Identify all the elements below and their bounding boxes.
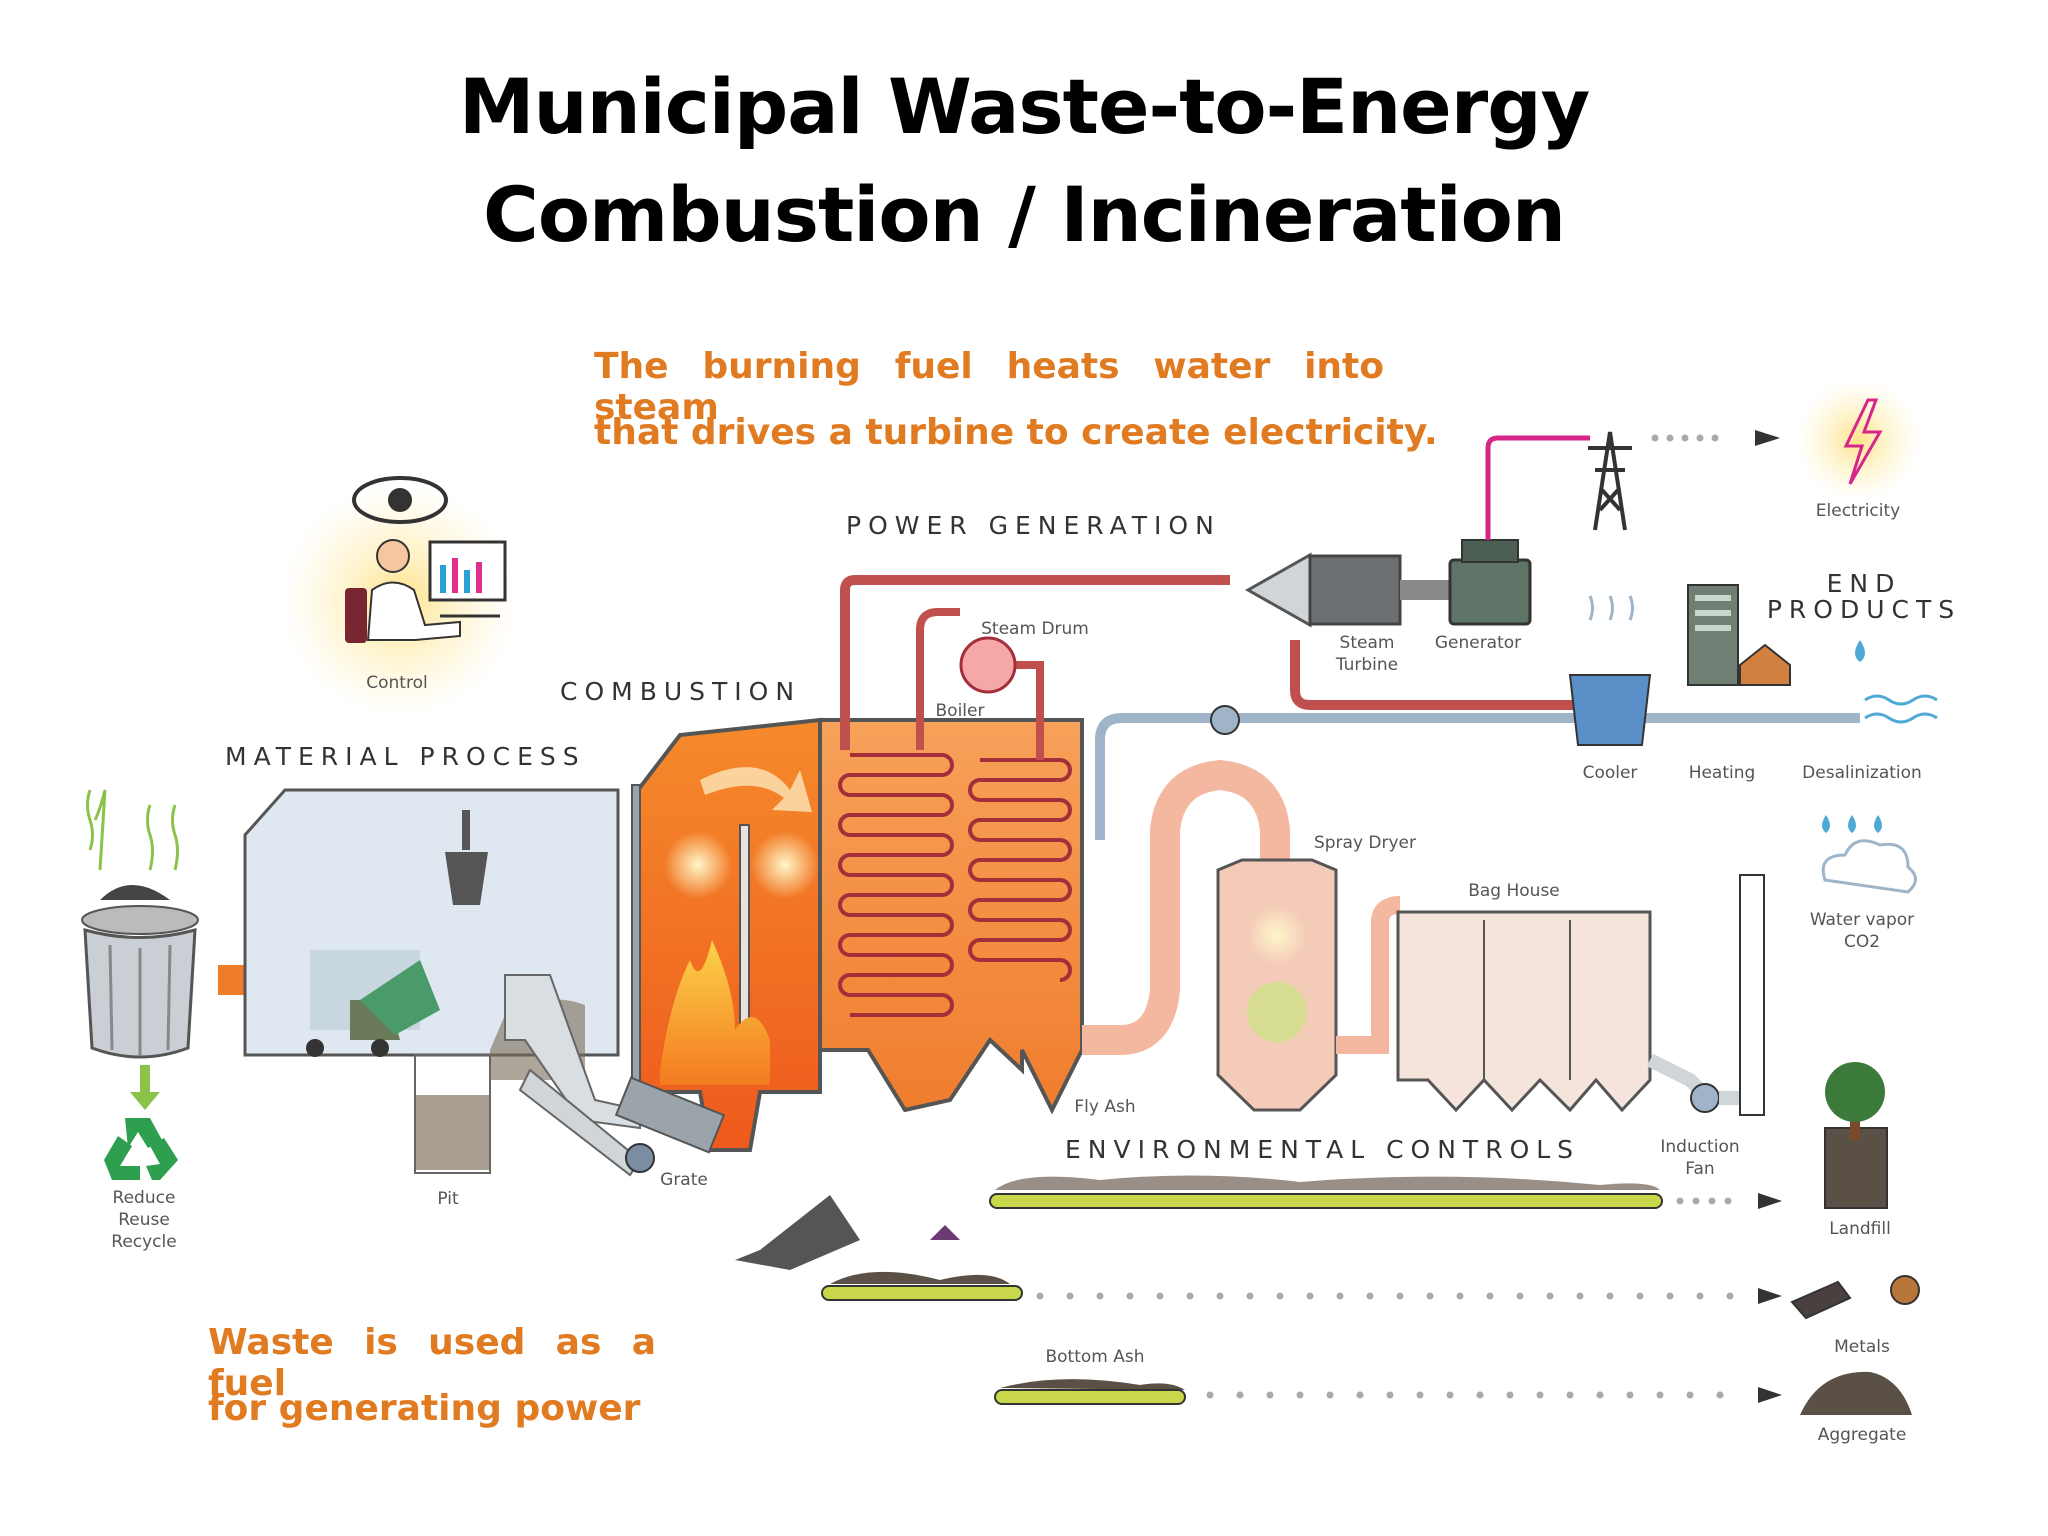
metals-dots	[1036, 1292, 1734, 1300]
section-power-generation: POWER GENERATION	[846, 511, 1221, 540]
boiler-label: Boiler	[936, 701, 985, 721]
magnet-icon	[930, 1225, 960, 1240]
recycle-icon	[104, 1118, 178, 1180]
section-combustion: COMBUSTION	[560, 677, 801, 706]
control-operator	[282, 476, 518, 718]
steam-turbine-label-1: Steam	[1340, 633, 1395, 653]
steam-drum-icon	[959, 636, 1017, 694]
cooler-label: Cooler	[1583, 763, 1638, 783]
control-label: Control	[366, 673, 427, 693]
lightning-icon	[1843, 398, 1883, 485]
section-end-products-1: END	[1827, 569, 1902, 598]
generator	[1448, 539, 1532, 626]
boiler-coil-right	[968, 758, 1072, 982]
desalinization	[1855, 640, 1938, 724]
pump-icon	[1210, 705, 1240, 735]
induction-fan-label-2: Fan	[1685, 1159, 1714, 1179]
material-process-building	[243, 788, 655, 1177]
recycle-label-2: Reuse	[118, 1210, 170, 1230]
smokestack	[1739, 874, 1765, 1116]
electricity-dots	[1651, 434, 1719, 442]
steam-turbine-label-2: Turbine	[1335, 655, 1398, 675]
metals-icon	[1790, 1275, 1920, 1320]
recycle-label-1: Reduce	[113, 1188, 176, 1208]
eye-icon	[352, 476, 448, 524]
steam-drum-label: Steam Drum	[981, 619, 1089, 639]
bag-house-label: Bag House	[1468, 881, 1560, 901]
combustion-furnace	[614, 717, 822, 1154]
induction-fan-label-1: Induction	[1660, 1137, 1739, 1157]
water-vapor-icon	[1821, 815, 1917, 894]
bottom-ash-conveyor-2	[994, 1389, 1186, 1405]
bag-house	[1396, 910, 1652, 1113]
electricity-glow	[1796, 378, 1920, 502]
grate-label: Grate	[660, 1170, 708, 1190]
generator-label: Generator	[1435, 633, 1521, 653]
caption-steam-line-1: The burning fuel heats water into steam	[594, 346, 1384, 428]
section-end-products-2: PRODUCTS	[1767, 595, 1961, 624]
bottom-ash-conveyor-1	[821, 1285, 1023, 1301]
caption-waste-line-1: Waste is used as a fuel	[208, 1322, 656, 1404]
ash-chute	[735, 1195, 860, 1270]
steam-turbine	[1244, 552, 1450, 628]
landfill-label: Landfill	[1829, 1219, 1891, 1239]
crane-claw-icon	[445, 852, 488, 905]
caption-steam-line-2: that drives a turbine to create electric…	[594, 412, 1438, 453]
boiler-coil-left	[838, 753, 954, 1017]
boiler-section	[818, 575, 1230, 1115]
pit-label: Pit	[437, 1189, 459, 1209]
landfill-tree-icon	[1824, 1062, 1888, 1209]
title-line-1: Municipal Waste-to-Energy	[458, 62, 1590, 151]
power-line	[1485, 435, 1590, 540]
heating-label: Heating	[1689, 763, 1756, 783]
bottom-ash-label: Bottom Ash	[1045, 1347, 1144, 1367]
heating-building	[1687, 584, 1791, 686]
desalinization-label: Desalinization	[1802, 763, 1922, 783]
water-vapor-label-2: CO2	[1844, 932, 1880, 952]
caption-waste-line-2: for generating power	[208, 1388, 641, 1429]
recycle-label-3: Recycle	[111, 1232, 176, 1252]
section-environmental-controls: ENVIRONMENTAL CONTROLS	[1065, 1135, 1580, 1164]
fly-ash-pile	[995, 1175, 1660, 1190]
trash-can-icon	[81, 789, 199, 1059]
spray-dryer-label: Spray Dryer	[1314, 833, 1416, 853]
down-arrow-icon	[130, 1065, 160, 1110]
aggregate-pile-icon	[1800, 1371, 1912, 1415]
cooler	[1568, 595, 1652, 746]
aggregate-dots	[1206, 1391, 1724, 1399]
metals-label: Metals	[1834, 1337, 1890, 1357]
aggregate-label: Aggregate	[1818, 1425, 1907, 1445]
section-material-process: MATERIAL PROCESS	[225, 742, 586, 771]
title-line-2: Combustion / Incineration	[483, 170, 1566, 259]
fly-ash-dots	[1676, 1197, 1732, 1205]
fly-ash-label: Fly Ash	[1074, 1097, 1135, 1117]
electricity-label: Electricity	[1816, 501, 1900, 521]
water-vapor-label-1: Water vapor	[1810, 910, 1914, 930]
transmission-tower-icon	[1588, 431, 1632, 531]
spray-dryer	[1216, 858, 1338, 1112]
fly-ash-conveyor	[989, 1193, 1663, 1209]
induction-fan-icon	[1690, 1083, 1720, 1113]
